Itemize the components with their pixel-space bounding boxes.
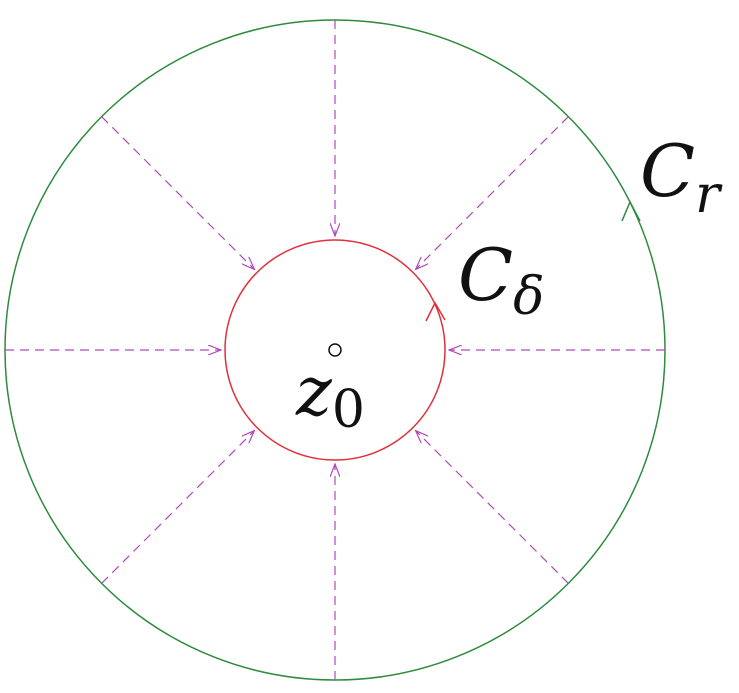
inner-contour: [224, 239, 446, 461]
deformation-arrow: [101, 116, 255, 270]
outer-contour-direction-arrow: [621, 200, 641, 222]
inner-contour-direction-arrow: [425, 301, 446, 322]
outer-contour-label: Cr: [640, 129, 723, 225]
deformation-arrow: [101, 431, 255, 584]
deformation-arrows: [5, 20, 665, 680]
deformation-arrow: [416, 116, 569, 270]
center-point-label: z0: [295, 353, 365, 440]
deformation-arrow: [416, 431, 569, 584]
inner-contour-label: Cδ: [458, 233, 544, 327]
center-point-marker: [328, 343, 342, 357]
